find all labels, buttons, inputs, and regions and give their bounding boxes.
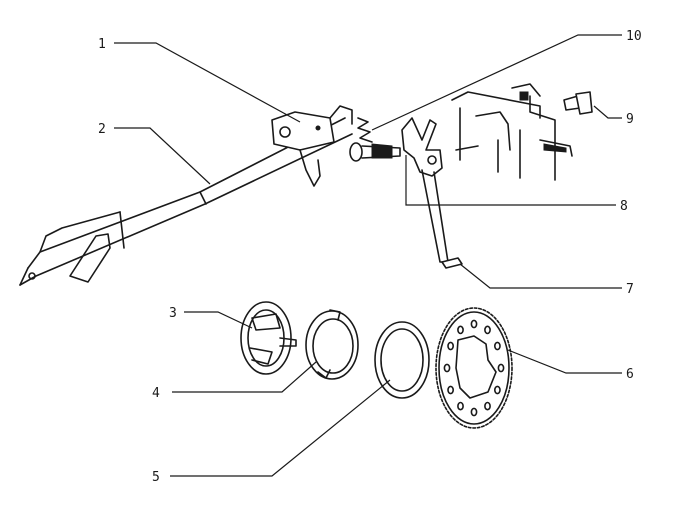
sprocket-hole (470, 407, 478, 417)
leader-2 (114, 127, 211, 185)
sprocket-gear (435, 307, 513, 429)
split-ring (305, 309, 359, 380)
spring (357, 117, 373, 143)
leader-3 (184, 311, 253, 329)
callout-9: 9 (626, 112, 634, 127)
callout-4: 4 (152, 386, 160, 401)
frame-bracket (451, 83, 573, 181)
kickstand (401, 117, 463, 269)
sprocket-hole (443, 363, 451, 373)
leader-7 (459, 263, 622, 289)
sprocket-hole (493, 341, 501, 351)
leader-5 (170, 379, 391, 477)
callout-8: 8 (620, 199, 628, 214)
sprocket-hole (447, 385, 454, 395)
callout-7: 7 (626, 282, 634, 297)
sprocket-hole (457, 325, 464, 335)
callout-10: 10 (626, 29, 642, 44)
leader-1 (114, 42, 301, 123)
leader-8 (405, 155, 616, 206)
sprocket-hole (470, 319, 478, 329)
screw (563, 91, 593, 115)
callout-6: 6 (626, 367, 634, 382)
pivot-bracket (271, 105, 353, 187)
bolt-assembly (349, 142, 401, 162)
washer-ring (374, 321, 430, 399)
sprocket-hole (447, 341, 454, 351)
lever-arm (19, 117, 353, 286)
sprocket-hole (457, 401, 464, 411)
sprocket-hole (484, 401, 491, 411)
leader-9 (593, 105, 622, 119)
leader-4 (172, 361, 317, 393)
clutch-plate (240, 301, 297, 375)
callout-3: 3 (169, 306, 177, 321)
leader-10 (371, 34, 622, 131)
callout-1: 1 (98, 37, 106, 52)
callout-2: 2 (98, 122, 106, 137)
sprocket-hole (493, 385, 501, 395)
sprocket-hole (497, 363, 505, 373)
callout-5: 5 (152, 470, 160, 485)
sprocket-hole (484, 325, 491, 335)
leader-lines (114, 34, 622, 477)
callout-labels: 1 2 3 4 5 6 7 8 9 10 (98, 29, 642, 485)
leader-6 (507, 349, 622, 374)
